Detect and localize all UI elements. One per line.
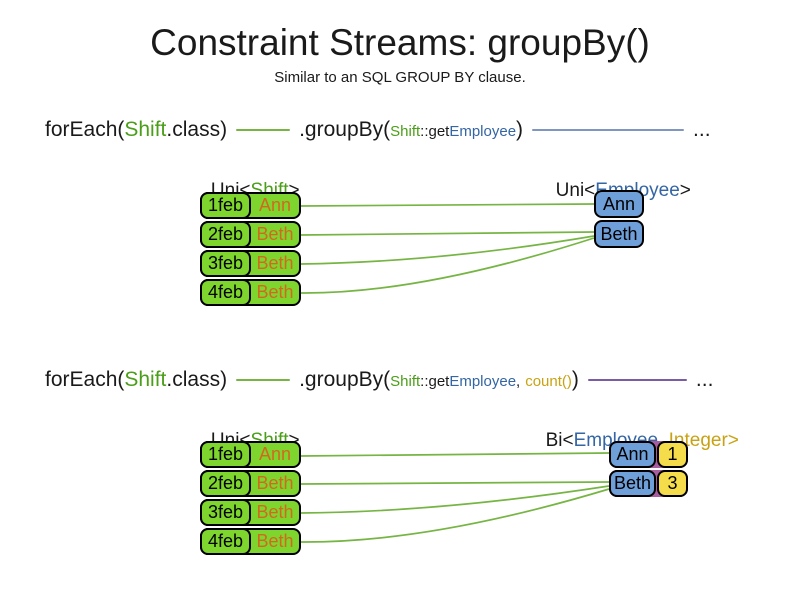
pair-employee-box: Ann [609, 441, 656, 468]
code2-arg-count: count() [525, 373, 572, 390]
code2-foreach: forEach( [45, 368, 125, 391]
shift-employee: Beth [256, 473, 294, 493]
link-d1-row2-beth [300, 231, 595, 236]
employee-count-pair: Ann 1 [609, 441, 688, 468]
shift-row: 3feb Beth [200, 250, 301, 277]
d2-right-label-pre: Bi< [545, 430, 574, 451]
pair-count-box: 3 [657, 470, 688, 497]
stream-line-purple [587, 379, 687, 381]
link-d2-row1-ann [300, 452, 610, 457]
shift-row: 2feb Beth [200, 221, 301, 248]
shift-employee: Beth [256, 531, 294, 551]
shift-row: 3feb Beth [200, 499, 301, 526]
code1-shift-class: Shift [124, 118, 167, 141]
shift-date: 4feb [200, 279, 251, 306]
employee-group-box: Beth [594, 220, 644, 248]
employee-group-box: Ann [594, 190, 644, 218]
shift-row: 2feb Beth [200, 470, 301, 497]
code2-arg-shift: Shift [390, 373, 421, 390]
code1-arg-shift: Shift [390, 123, 421, 140]
shift-date: 2feb [200, 221, 251, 248]
link-d1-row3-beth [300, 235, 595, 265]
shift-date: 1feb [200, 441, 251, 468]
shift-date: 1feb [200, 192, 251, 219]
shift-date: 4feb [200, 528, 251, 555]
code1-arg-employee: Employee [449, 123, 517, 140]
page-subtitle: Similar to an SQL GROUP BY clause. [274, 69, 526, 86]
link-d2-row3-beth [300, 485, 610, 514]
code-line-2: forEach(Shift.class) .groupBy(Shift::get… [45, 368, 713, 392]
code1-foreach: forEach( [45, 118, 125, 141]
code2-arg-employee: Employee [449, 373, 517, 390]
shift-row: 1feb Ann [200, 192, 301, 219]
shift-employee: Beth [256, 282, 294, 302]
d1-left-label-post: > [288, 180, 300, 201]
pair-employee-box: Beth [609, 470, 656, 497]
d2-right-type-label: Bi<Employee, Integer> [535, 408, 739, 452]
link-d1-row4-beth [300, 237, 595, 294]
d2-left-label-post: > [289, 430, 300, 451]
shift-employee: Beth [256, 502, 294, 522]
shift-date: 3feb [200, 499, 251, 526]
shift-employee: Beth [256, 253, 294, 273]
pair-count-box: 1 [657, 441, 688, 468]
d2-right-label-sep: , [658, 430, 669, 451]
stream-line-green [236, 129, 291, 131]
page-title: Constraint Streams: groupBy() [150, 22, 650, 63]
code2-ellipsis: ... [695, 368, 714, 391]
d1-right-label-pre: Uni< [555, 180, 596, 201]
code1-groupby-close: ) [516, 118, 524, 141]
shift-row: 1feb Ann [200, 441, 301, 468]
code2-shift-class: Shift [124, 368, 167, 391]
code1-groupby-open: .groupBy( [299, 118, 391, 141]
shift-date: 3feb [200, 250, 251, 277]
shift-employee: Ann [258, 195, 292, 215]
code2-arg-comma: , [516, 373, 521, 390]
stream-line-green [236, 379, 291, 381]
stream-line-blue [532, 129, 685, 131]
link-d2-row4-beth [300, 488, 610, 543]
link-d1-row1-ann [300, 203, 595, 207]
code2-class-close: .class) [166, 368, 228, 391]
code2-groupby-close: ) [571, 368, 579, 391]
d1-right-label-post: > [679, 180, 691, 201]
shift-date: 2feb [200, 470, 251, 497]
code2-arg-get: ::get [420, 373, 450, 390]
code-line-1: forEach(Shift.class) .groupBy(Shift::get… [45, 118, 711, 142]
link-d2-row2-beth [300, 481, 610, 485]
d2-right-label-post: > [727, 430, 739, 451]
employee-count-pair: Beth 3 [609, 470, 688, 497]
code1-ellipsis: ... [693, 118, 711, 141]
shift-row: 4feb Beth [200, 528, 301, 555]
shift-row: 4feb Beth [200, 279, 301, 306]
code1-class-close: .class) [166, 118, 228, 141]
shift-employee: Beth [256, 224, 294, 244]
code2-groupby-open: .groupBy( [299, 368, 391, 391]
shift-employee: Ann [258, 444, 292, 464]
code1-arg-get: ::get [420, 123, 450, 140]
